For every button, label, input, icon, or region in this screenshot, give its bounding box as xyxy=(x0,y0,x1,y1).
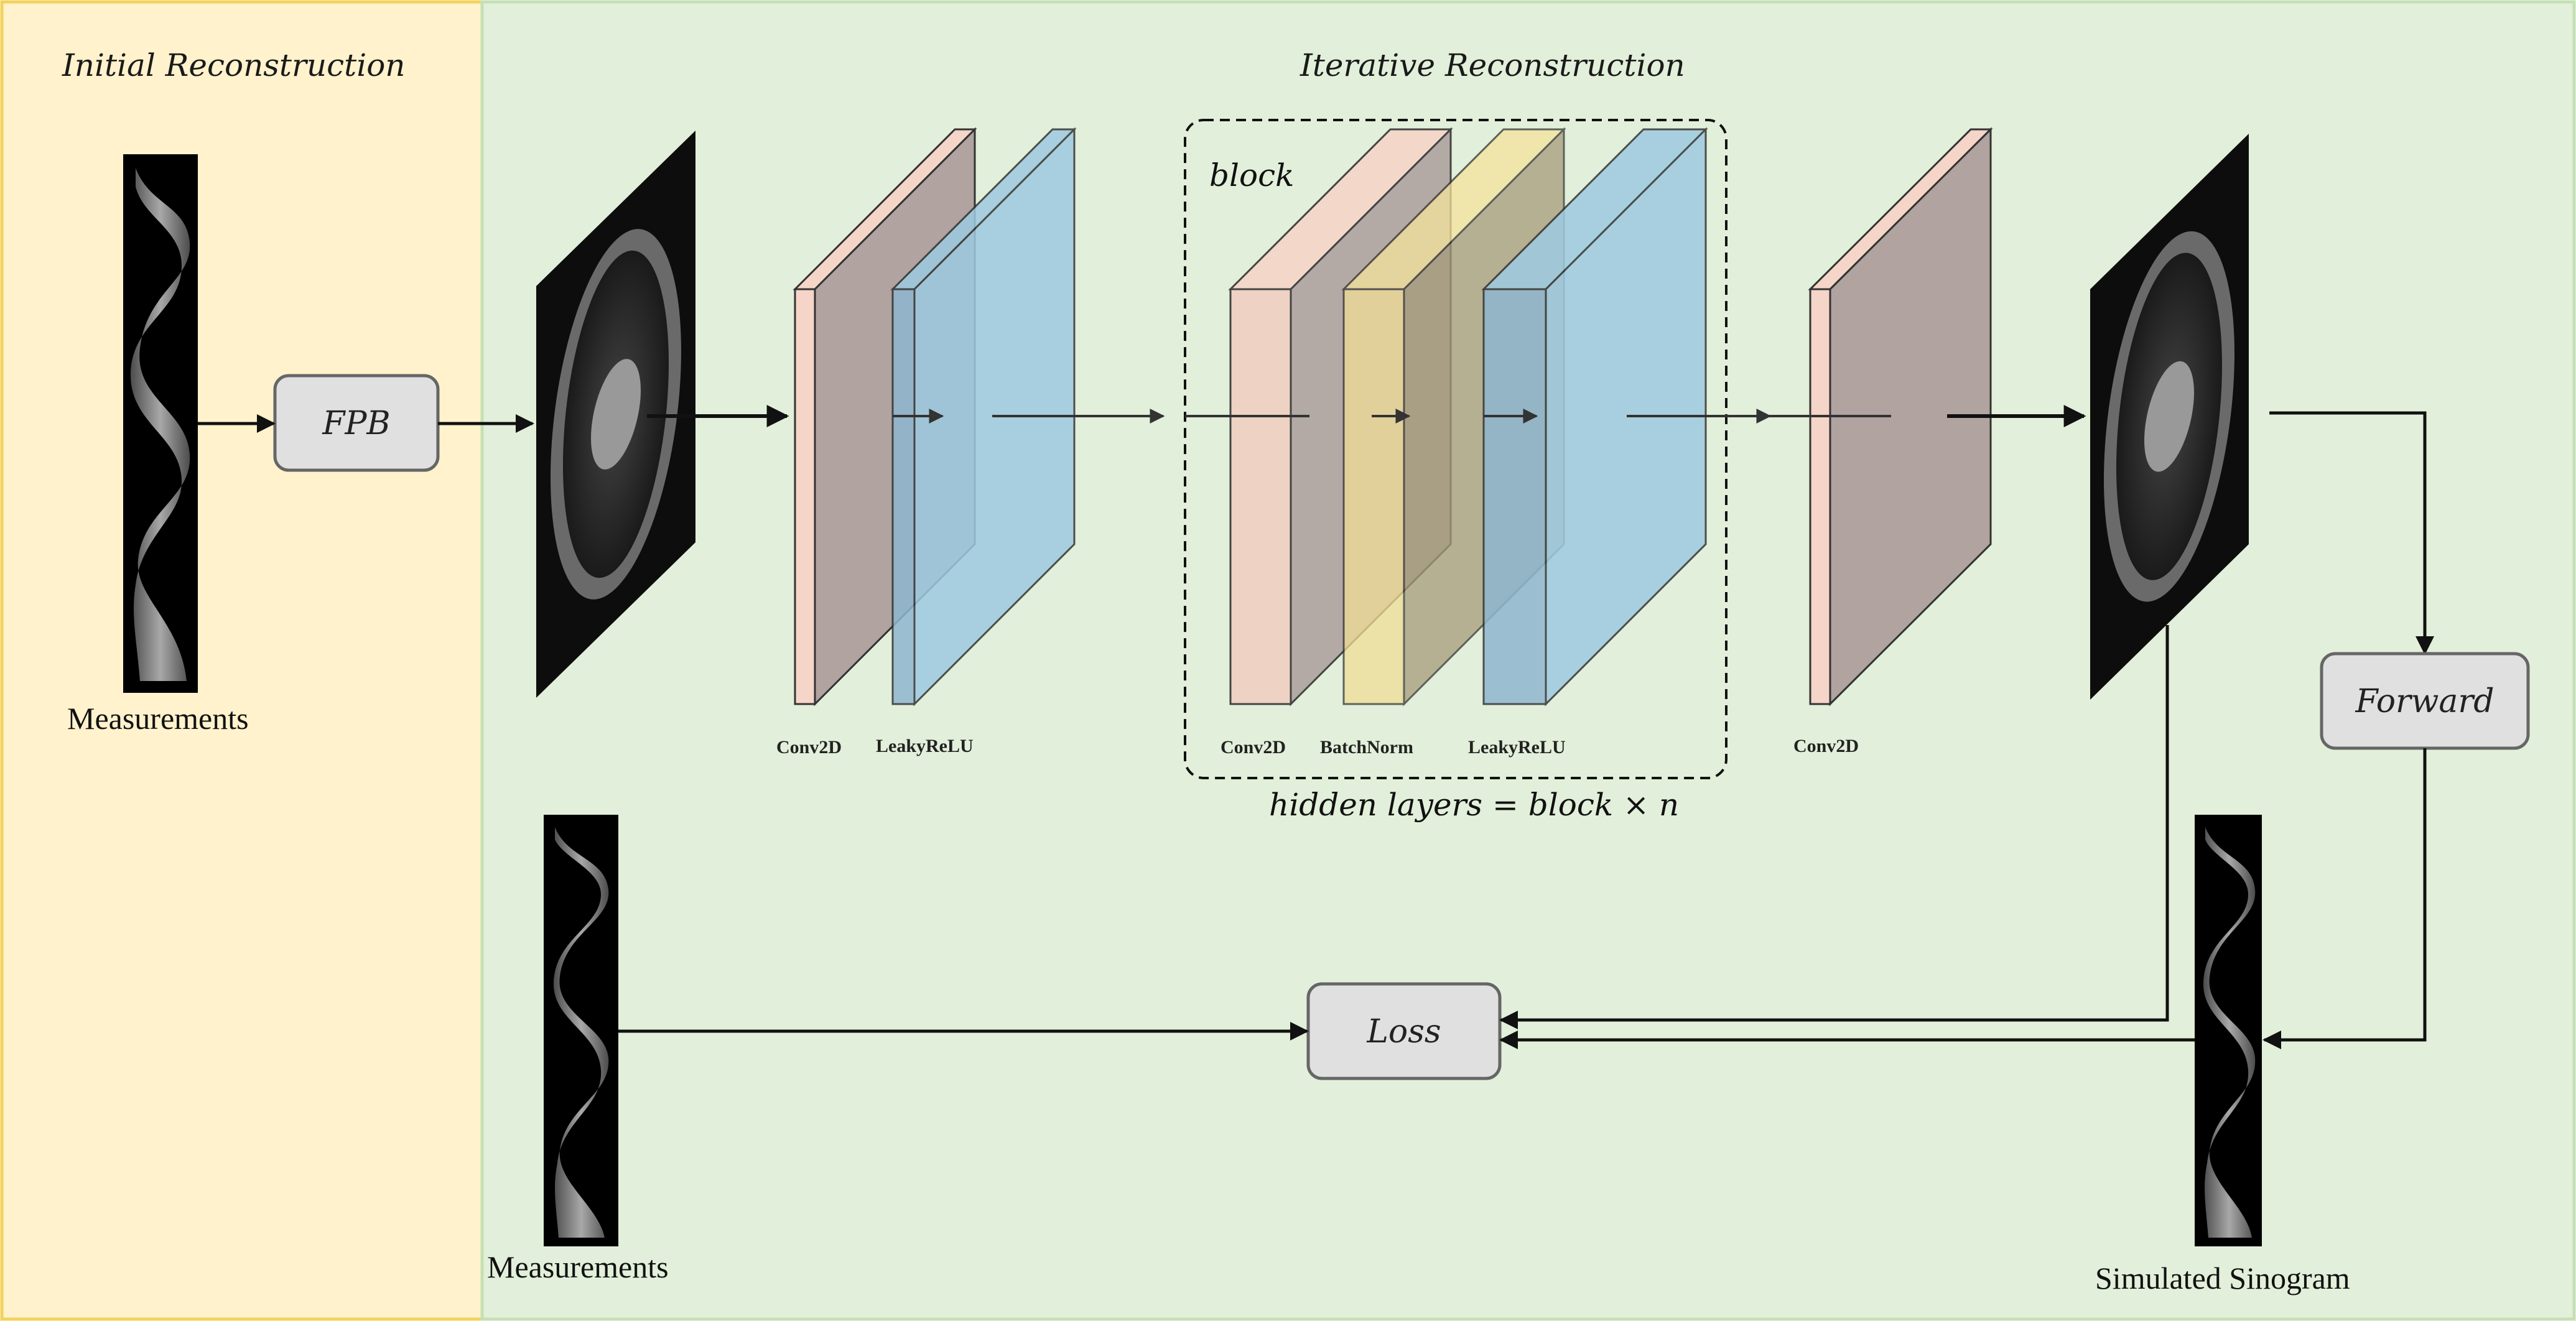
label-conv2d-2: Conv2D xyxy=(1221,737,1286,758)
ct-image-initial xyxy=(536,131,695,698)
arrow-forward-to-simulated xyxy=(2262,748,2427,1049)
hidden-layers-label: hidden layers = block × n xyxy=(1269,787,1679,823)
label-batchnorm: BatchNorm xyxy=(1320,737,1413,758)
label-conv2d-3: Conv2D xyxy=(1793,736,1859,756)
sinogram-simulated xyxy=(2195,815,2262,1246)
fpb-label: FPB xyxy=(322,405,390,442)
forward-node[interactable]: Forward xyxy=(2320,652,2530,750)
loss-label: Loss xyxy=(1366,1013,1441,1050)
block-region xyxy=(1184,119,1727,779)
layer-leakyrelu-2 xyxy=(1481,127,1708,707)
sinogram-measurements-top xyxy=(123,154,198,693)
measurements-label-top: Measurements xyxy=(67,701,249,736)
arrow-ct-to-forward xyxy=(2269,411,2434,655)
simulated-sinogram-label: Simulated Sinogram xyxy=(2095,1261,2350,1296)
label-leakyrelu-2: LeakyReLU xyxy=(1468,737,1566,758)
label-leakyrelu-1: LeakyReLU xyxy=(876,736,974,756)
ct-image-output xyxy=(2090,134,2249,700)
forward-label: Forward xyxy=(2355,683,2494,720)
loss-node[interactable]: Loss xyxy=(1306,982,1502,1080)
fpb-node[interactable]: FPB xyxy=(273,374,440,472)
initial-reconstruction-title: Initial Reconstruction xyxy=(62,47,406,83)
block-label: block xyxy=(1209,157,1294,193)
iterative-reconstruction-title: Iterative Reconstruction xyxy=(1300,47,1685,83)
initial-reconstruction-panel xyxy=(0,0,484,1321)
arrow-ct-output-to-loss xyxy=(1499,625,2169,1029)
layer-conv2d-3 xyxy=(1808,127,1993,707)
sinogram-measurements-bottom xyxy=(544,815,618,1246)
measurements-label-bottom: Measurements xyxy=(487,1249,669,1284)
label-conv2d-1: Conv2D xyxy=(776,737,842,758)
